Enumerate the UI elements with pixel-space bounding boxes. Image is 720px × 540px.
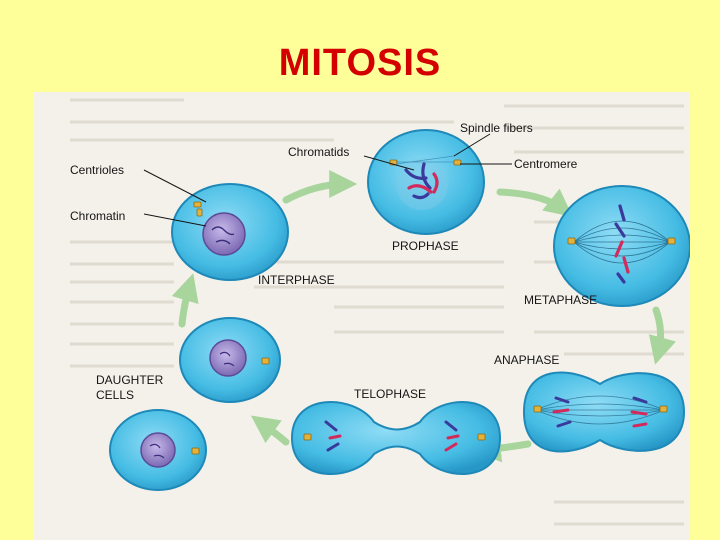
centriole-icon — [533, 405, 668, 413]
centriole-icon — [261, 357, 270, 365]
label-chromatids: Chromatids — [288, 145, 349, 159]
label-spindle-fibers: Spindle fibers — [460, 121, 533, 135]
daughter-cell-lower — [109, 409, 207, 491]
label-prophase: PROPHASE — [392, 239, 459, 253]
label-telophase: TELOPHASE — [354, 387, 426, 401]
label-interphase: INTERPHASE — [258, 273, 335, 287]
slide-title: MITOSIS — [278, 42, 442, 84]
arrow-prophase-to-metaphase — [496, 188, 573, 217]
daughter-cell-upper — [179, 317, 281, 403]
centriole-icon — [567, 237, 676, 245]
arrow-daughter-to-interphase — [171, 273, 199, 328]
label-cells: CELLS — [96, 388, 134, 402]
centriole-icon — [191, 447, 200, 455]
telophase-cell — [290, 401, 502, 475]
label-anaphase: ANAPHASE — [494, 353, 559, 367]
metaphase-cell — [553, 185, 690, 307]
arrow-metaphase-to-anaphase — [648, 306, 676, 365]
centriole-icon — [193, 201, 203, 217]
label-centromere: Centromere — [514, 157, 578, 171]
label-metaphase: METAPHASE — [524, 293, 597, 307]
label-chromatin: Chromatin — [70, 209, 125, 223]
label-centrioles: Centrioles — [70, 163, 124, 177]
mitosis-figure: Centrioles Chromatin Chromatids Spindle … — [34, 92, 690, 540]
mitosis-diagram: Centrioles Chromatin Chromatids Spindle … — [70, 98, 690, 526]
prophase-cell — [367, 129, 485, 235]
centriole-icon — [303, 433, 486, 441]
interphase-cell — [171, 183, 289, 281]
leader-lines — [143, 133, 512, 227]
label-daughter: DAUGHTER — [96, 373, 164, 387]
arrow-interphase-to-prophase — [282, 170, 358, 204]
centriole-icon — [389, 159, 462, 166]
anaphase-cell — [522, 371, 686, 453]
arrow-telophase-to-daughter — [250, 415, 290, 446]
